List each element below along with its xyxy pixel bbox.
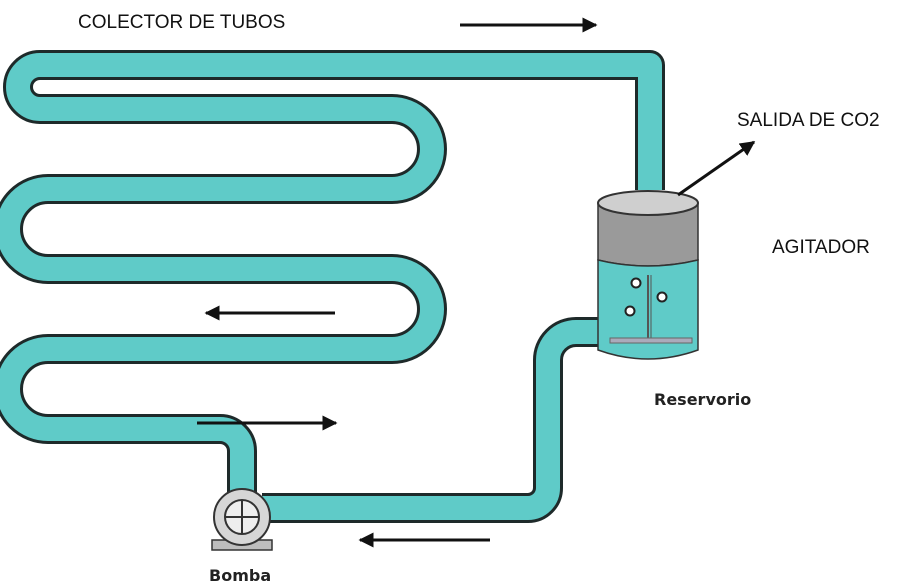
tube-collector-fill [0, 53, 662, 498]
collector-label: COLECTOR DE TUBOS [78, 12, 286, 33]
pump-label: Bomba [209, 566, 272, 585]
reservoir-rim [597, 190, 699, 216]
return-pipe-fill [262, 320, 612, 520]
pump-icon [211, 488, 273, 551]
co2-outlet-arrow [677, 140, 756, 197]
reservoir-tank-icon [597, 190, 699, 360]
agitator-icon [609, 275, 693, 344]
return-pipe [262, 317, 612, 523]
tube-collector [0, 50, 665, 498]
agitator-label: AGITADOR [772, 237, 870, 258]
co2-outlet-label: SALIDA DE CO2 [737, 110, 880, 131]
reservoir-label: Reservorio [654, 390, 752, 409]
gas-bubbles [624, 277, 668, 317]
